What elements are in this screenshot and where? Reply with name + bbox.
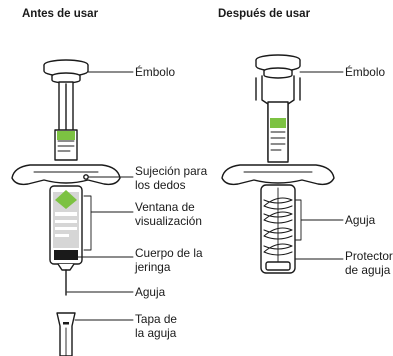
finger-grip-before: [11, 164, 121, 186]
label-plunger-after: Émbolo: [345, 65, 385, 79]
label-window-line2: visualización: [135, 214, 202, 228]
syringe-body-before: [49, 185, 83, 271]
plunger-head-after: [255, 54, 301, 79]
label-needle-before: Aguja: [135, 285, 166, 299]
label-window-line1: Ventana de: [135, 200, 195, 214]
title-after: Después de usar: [218, 8, 311, 20]
label-plunger-before: Émbolo: [135, 65, 175, 79]
plunger-head-before: [43, 59, 89, 84]
label-body-line1: Cuerpo de la: [135, 246, 203, 260]
syringe-before-illustration: [11, 59, 121, 356]
label-guard-line2: de aguja: [345, 264, 391, 277]
needle-cap-before: [56, 312, 76, 356]
finger-grip-after: [221, 164, 335, 186]
label-finger-grip-line2: los dedos: [135, 178, 186, 192]
label-cap-line2: la aguja: [135, 326, 177, 340]
title-before: Antes de usar: [22, 8, 99, 20]
label-finger-grip-line1: Sujeción para: [135, 164, 208, 178]
syringe-after-illustration: [221, 54, 335, 274]
needle-guard-after: [260, 184, 296, 274]
label-cap-line1: Tapa de: [135, 312, 177, 326]
label-body-line2: jeringa: [135, 260, 171, 274]
label-needle-after: Aguja: [345, 213, 376, 227]
label-guard-line1: Protector: [345, 250, 393, 263]
